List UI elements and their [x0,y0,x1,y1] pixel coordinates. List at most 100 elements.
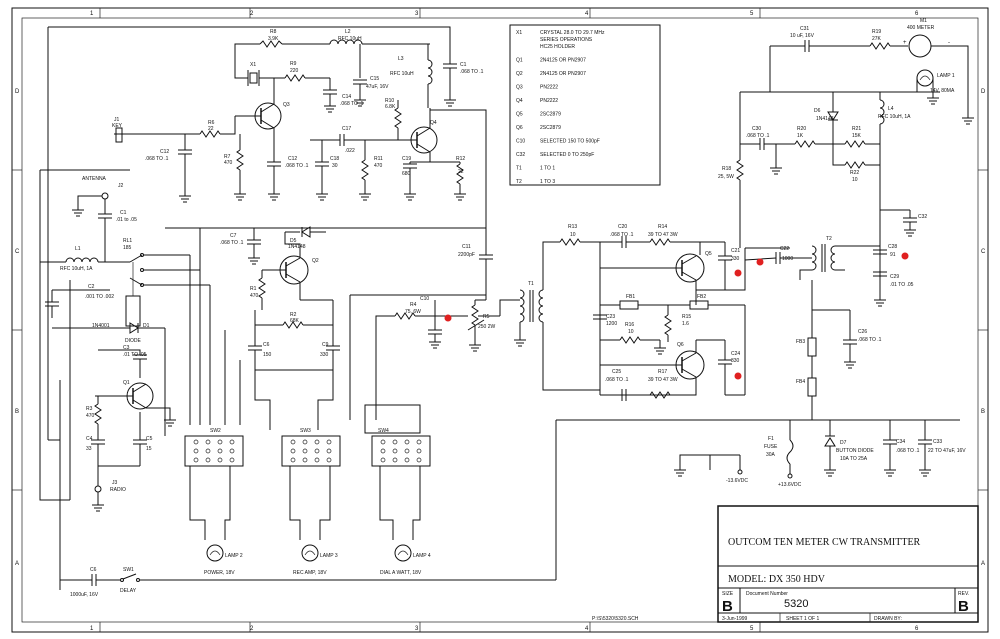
border-number-2: 2 [250,11,254,17]
potentiometer-r5[interactable] [471,304,479,326]
switch-sw2[interactable] [184,435,244,467]
switch-contact [314,448,320,454]
c14-value: .068 TO .1 [340,101,364,107]
c33-value: 22 TO 47uF, 16V [928,448,966,454]
fb2-label: FB2 [697,294,706,300]
lamp-2-icon [206,544,224,562]
switch-contact [380,439,386,445]
d1-label: D1 [143,323,150,329]
resistor-r3 [94,403,102,425]
r12-label: R12 [456,156,465,162]
c6b-value: 1000uF, 16V [70,592,99,598]
rl1-label: RL1 [123,238,132,244]
meter-plus: + [903,40,907,46]
f1-label: F1 [768,436,774,442]
switch-sw4[interactable] [371,435,431,467]
r5-label: R5 [483,314,490,320]
lamp-3-icon [301,544,319,562]
r1-value: 470 [250,293,259,299]
c19-value: 680 [402,171,411,177]
c17-value: .022 [345,148,355,154]
r16-label: R16 [625,322,634,328]
resistor-r10 [394,107,402,129]
switch-contact [392,439,398,445]
delay-switch-sw1[interactable] [122,573,137,580]
c3-label: C3 [123,345,130,351]
size-label: SIZE [722,591,734,597]
file-path: P:\S\5320\5320.SCH [592,616,639,622]
switch-contact [404,448,410,454]
r15-label: R15 [682,314,691,320]
l3-label: L3 [398,56,404,62]
d1b-label: DIODE [125,338,142,344]
border-letter-d: D [15,89,20,95]
c34-value: .068 TO .1 [896,448,920,454]
rev-value: B [958,598,969,615]
border-letter-a: A [15,561,19,567]
switch-contact [314,457,320,463]
border-number-2b: 2 [250,626,254,632]
ferrite-bead-fb4 [807,377,817,397]
inductor-l4 [879,99,885,125]
c6-label: C6 [263,342,270,348]
lamp4-value: DIAL A WATT, 18V [380,570,422,576]
parts-list-value: PN2222 [540,98,558,104]
switch-contact [326,439,332,445]
c30-value: .068 TO .1 [746,133,770,139]
relay-contact-1 [129,254,143,263]
d7a-label: BUTTON DIODE [836,448,874,454]
oscillator-section: R8 3.9K L2 RFC 10uH L3 RFC 10uH C1 .068 … [47,26,487,440]
q2-label: Q2 [312,258,319,264]
r11-label: R11 [374,156,383,162]
q2-section: C7 .068 TO .1 D5 1N4148 Q2 R1 470 R2 68K [165,226,486,371]
border-letter-c: C [15,249,20,255]
r10-label: R10 [385,98,394,104]
parts-list-ref: T2 [516,179,522,185]
c2-label: C2 [88,284,95,290]
lamp1-value: 14V, 80MA [930,88,955,94]
docnum-label: Document Number [746,591,788,597]
m1-label: M1 [920,18,927,24]
r6-value: 22 [208,126,214,132]
transformer-t1 [519,289,525,323]
lamp3-label: LAMP 3 [320,553,338,559]
c14-label: C14 [342,94,351,100]
resistor-r14 [649,238,671,246]
c23-label: C23 [606,314,615,320]
c18-value: 30 [332,163,338,169]
l1-value: RFC 10uH, 1A [60,266,93,272]
sheet-value: SHEET 1 OF 1 [786,616,819,622]
switch-contact [229,439,235,445]
antenna-label: ANTENNA [82,176,107,182]
c25-value: .068 TO .1 [605,377,629,383]
border-letter-b: B [15,409,19,415]
fb4-label: FB4 [796,379,805,385]
switch-contact [193,457,199,463]
diode-d7 [824,437,836,447]
meter-section: R18 25, 5W C31 10 uF, 16V R19 27K + - M1… [718,18,974,248]
border-number-3: 3 [415,11,419,17]
border-number-5: 5 [750,11,754,17]
j2-label: J2 [118,183,124,189]
c9-value: 330 [320,352,329,358]
switch-contact [380,457,386,463]
drive-section: C11 2200pF R5 250 2W R4 75, 6W C10 [375,228,520,420]
meter-m1-icon [908,34,932,58]
switch-contact [229,448,235,454]
switch-sw3[interactable] [281,435,341,467]
switch-contact [217,457,223,463]
resistor-r22 [844,161,866,169]
c3-value: .01 TO .05 [123,352,147,358]
parts-list-ref: Q1 [516,58,523,64]
fb3-label: FB3 [796,339,805,345]
l4-value: RFC 10uH, 1A [878,114,911,120]
c29-value: .01 TO .05 [890,282,914,288]
sw2-label: SW2 [210,428,221,434]
c17-label: C17 [342,126,351,132]
switch-contact [205,448,211,454]
l2-label: L2 [345,29,351,35]
r11-value: 470 [374,163,383,169]
power-supply-section: F1 FUSE 30A +13.6VDC -13.6VDC D7 BUTTON … [555,419,966,580]
r3-label: R3 [86,406,93,412]
inductor-l1 [65,257,99,263]
